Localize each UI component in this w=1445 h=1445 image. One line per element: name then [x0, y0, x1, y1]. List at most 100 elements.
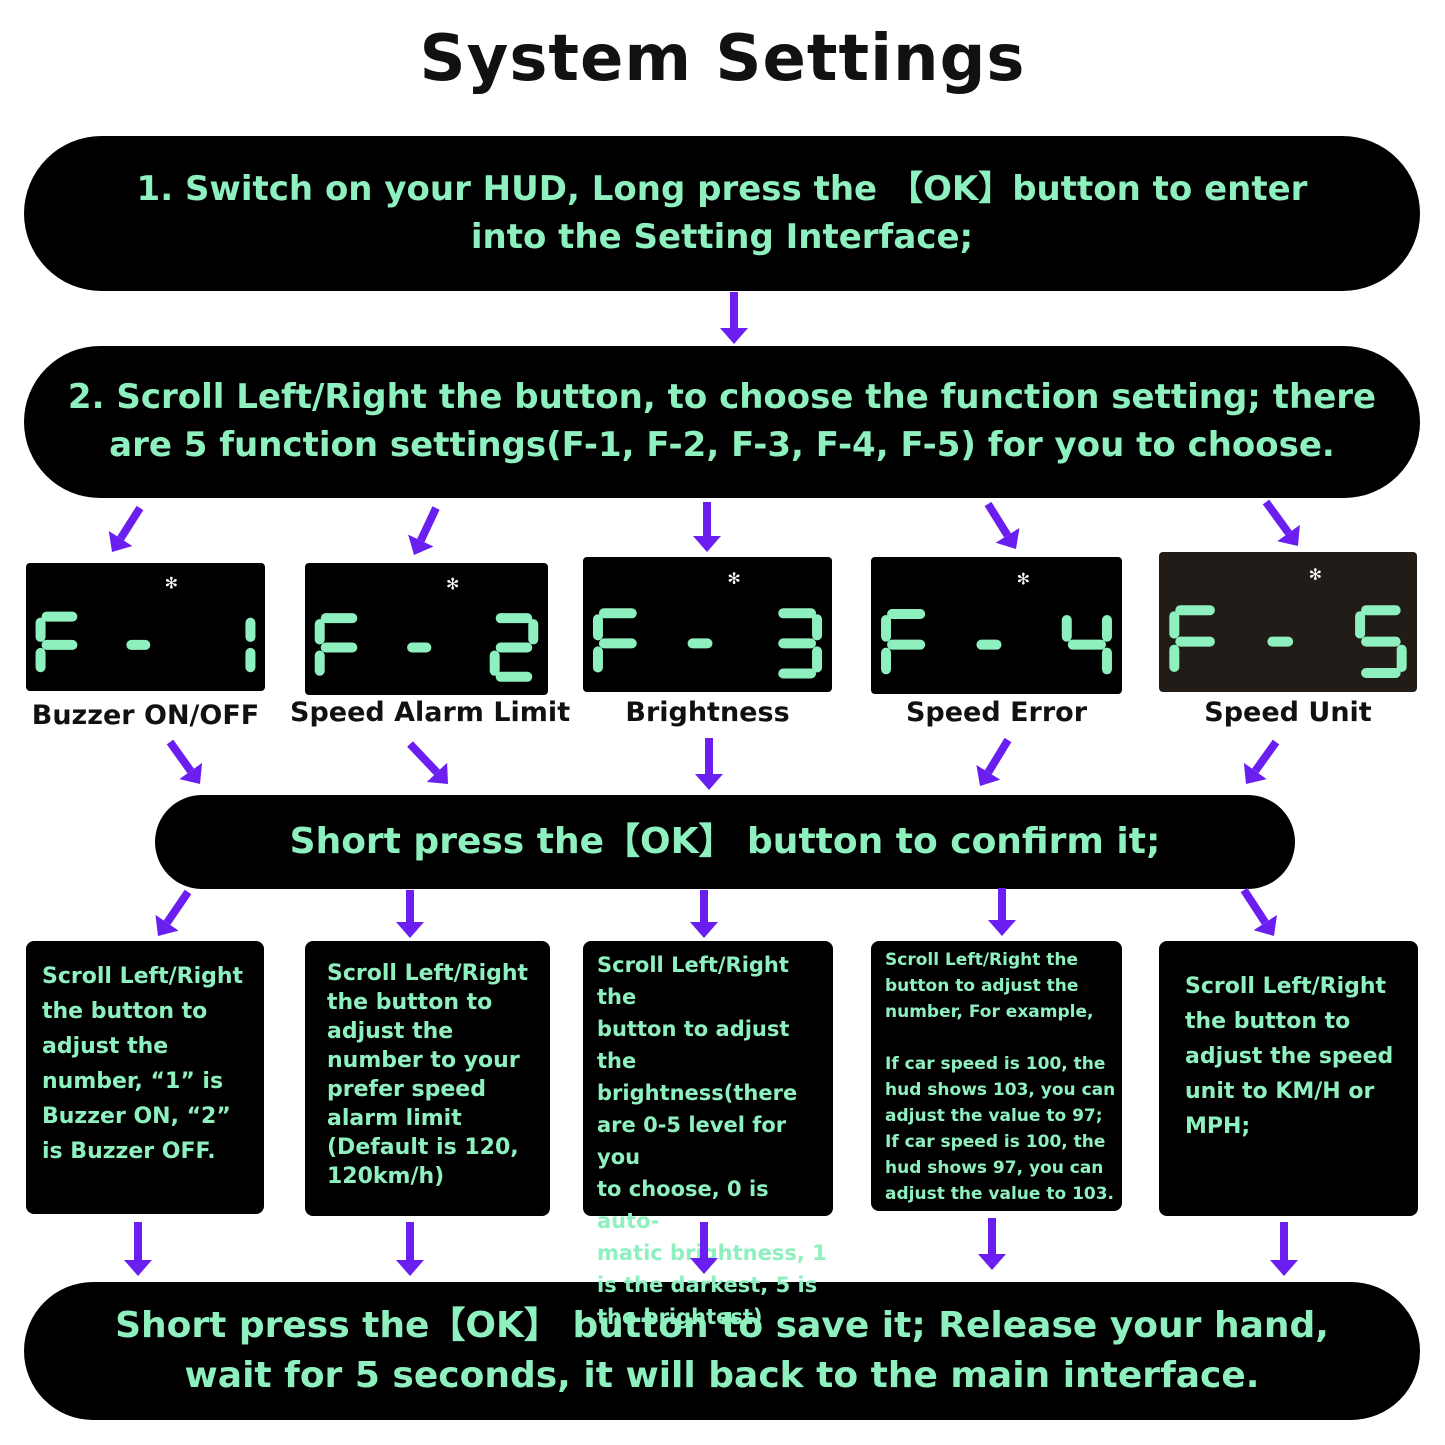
arrow-f5-to-confirm [1243, 739, 1280, 784]
gear-icon: ✻ [165, 574, 178, 593]
step-2-text: 2. Scroll Left/Right the button, to choo… [67, 377, 1377, 465]
f5-digit-segment-g [1361, 636, 1401, 647]
f3-dash [687, 638, 713, 649]
f2-letter-segment-g [320, 642, 358, 653]
f4-digit-segment-g [1067, 639, 1106, 650]
f1-description: Scroll Left/Right the button to adjust t… [26, 941, 264, 1214]
arrow-confirm-to-f5 [1240, 887, 1277, 936]
f3-digit-segment-g [778, 638, 817, 649]
f1-digit-segment-c [245, 647, 256, 673]
arrow-step1-to-step2 [720, 292, 748, 344]
f4-description: Scroll Left/Right the button to adjust t… [871, 941, 1122, 1211]
step-3-text: Short press the【OK】 button to confirm it… [289, 820, 1161, 862]
f3-letter-segment-g [598, 638, 637, 649]
f4-letter-segment-a [887, 609, 926, 620]
f5-digit-segment-f [1355, 611, 1366, 639]
step-3-banner: Short press the【OK】 button to confirm it… [155, 795, 1295, 889]
f5-description: Scroll Left/Right the button to adjust t… [1159, 941, 1418, 1216]
f2-digit-segment-e [489, 650, 500, 676]
f1-display: ✻ [26, 563, 265, 691]
f3-letter-segment-f [592, 614, 603, 641]
f1-name: Buzzer ON/OFF [31, 700, 260, 731]
arrow-confirm-to-f1 [155, 889, 192, 936]
f4-letter-segment-f [881, 615, 892, 642]
f4-display: ✻ [871, 557, 1122, 694]
arrow-confirm-to-f3 [690, 890, 718, 938]
gear-icon: ✻ [1309, 565, 1322, 584]
f5-digit-segment-c [1396, 644, 1407, 672]
f2-letter-segment-f [314, 619, 325, 645]
f5-letter-segment-a [1175, 605, 1215, 616]
f5-letter-segment-g [1175, 636, 1215, 647]
f1-letter-segment-a [41, 611, 78, 622]
f2-description: Scroll Left/Right the button to adjust t… [305, 941, 550, 1216]
arrow-f3-to-confirm [695, 738, 723, 790]
arrow-f2-to-confirm [407, 741, 448, 784]
f3-segment-readout: ✻ [592, 569, 823, 679]
arrow-f4-to-confirm [976, 737, 1012, 786]
f2-letter-segment-a [320, 613, 358, 624]
f3-description: Scroll Left/Right the button to adjust t… [583, 941, 833, 1329]
f3-digit-segment-d [778, 668, 817, 679]
f2-letter-segment-e [314, 650, 325, 676]
f2-digit-segment-b [528, 619, 539, 645]
f2-dash [407, 642, 432, 653]
f4-dash [976, 639, 1002, 650]
f2-name: Speed Alarm Limit [290, 697, 571, 728]
arrow-f5-to-save [1270, 1222, 1298, 1276]
f3-letter-segment-a [598, 608, 637, 619]
f1-letter-segment-e [35, 647, 46, 673]
f5-name: Speed Unit [1204, 697, 1372, 728]
f4-name: Speed Error [905, 697, 1088, 728]
step-2-banner: 2. Scroll Left/Right the button, to choo… [24, 346, 1420, 498]
f3-digit-segment-c [812, 646, 823, 673]
f5-dash [1267, 636, 1294, 647]
arrow-to-f5 [1262, 499, 1300, 546]
gear-icon: ✻ [727, 569, 740, 588]
f1-dash [126, 639, 151, 650]
arrow-to-f3 [693, 502, 721, 552]
f5-display: ✻ [1159, 552, 1417, 692]
arrow-to-f4 [984, 501, 1020, 549]
f5-letter-segment-f [1169, 611, 1180, 639]
f1-letter-segment-g [41, 639, 78, 650]
f3-display: ✻ [583, 557, 832, 692]
arrow-confirm-to-f4 [988, 888, 1016, 936]
f4-letter-segment-e [881, 647, 892, 675]
arrow-to-f1 [108, 505, 144, 552]
step-4-text: Short press the【OK】 button to save it; R… [115, 1304, 1329, 1396]
f2-digit-segment-a [495, 613, 533, 624]
f3-digit-segment-b [812, 614, 823, 641]
f1-digit-segment-b [245, 617, 256, 642]
f4-digit-segment-b [1101, 615, 1112, 642]
f3-letter-segment-e [592, 646, 603, 673]
step-4-banner: Short press the【OK】 button to save it; R… [24, 1282, 1420, 1420]
f2-segment-readout: ✻ [314, 574, 539, 682]
step-1-text: 1. Switch on your HUD, Long press the 【O… [136, 168, 1308, 257]
f3-name: Brightness [625, 697, 790, 728]
f3-digit-segment-a [778, 608, 817, 619]
arrow-to-f2 [408, 506, 440, 555]
arrow-confirm-to-f2 [396, 890, 424, 938]
f2-digit-segment-d [495, 671, 533, 682]
step-1-banner: 1. Switch on your HUD, Long press the 【O… [24, 136, 1420, 291]
arrow-f3-to-save [690, 1222, 718, 1274]
f4-letter-segment-g [887, 639, 926, 650]
page-title: System Settings [419, 22, 1026, 96]
arrow-f1-to-confirm [166, 739, 203, 784]
arrow-f2-to-save [396, 1222, 424, 1276]
f2-display: ✻ [305, 563, 548, 695]
f1-letter-segment-f [35, 617, 46, 642]
f5-digit-segment-d [1361, 668, 1401, 678]
f4-segment-readout: ✻ [881, 569, 1112, 675]
f4-digit-segment-f [1061, 615, 1072, 642]
gear-icon: ✻ [446, 574, 459, 593]
f2-digit-segment-g [495, 642, 533, 653]
arrow-f1-to-save [124, 1222, 152, 1276]
f5-letter-segment-e [1169, 644, 1180, 672]
f1-segment-readout: ✻ [35, 574, 256, 673]
f5-digit-segment-a [1361, 605, 1401, 616]
f4-digit-segment-c [1101, 647, 1112, 675]
f5-segment-readout: ✻ [1169, 565, 1407, 678]
